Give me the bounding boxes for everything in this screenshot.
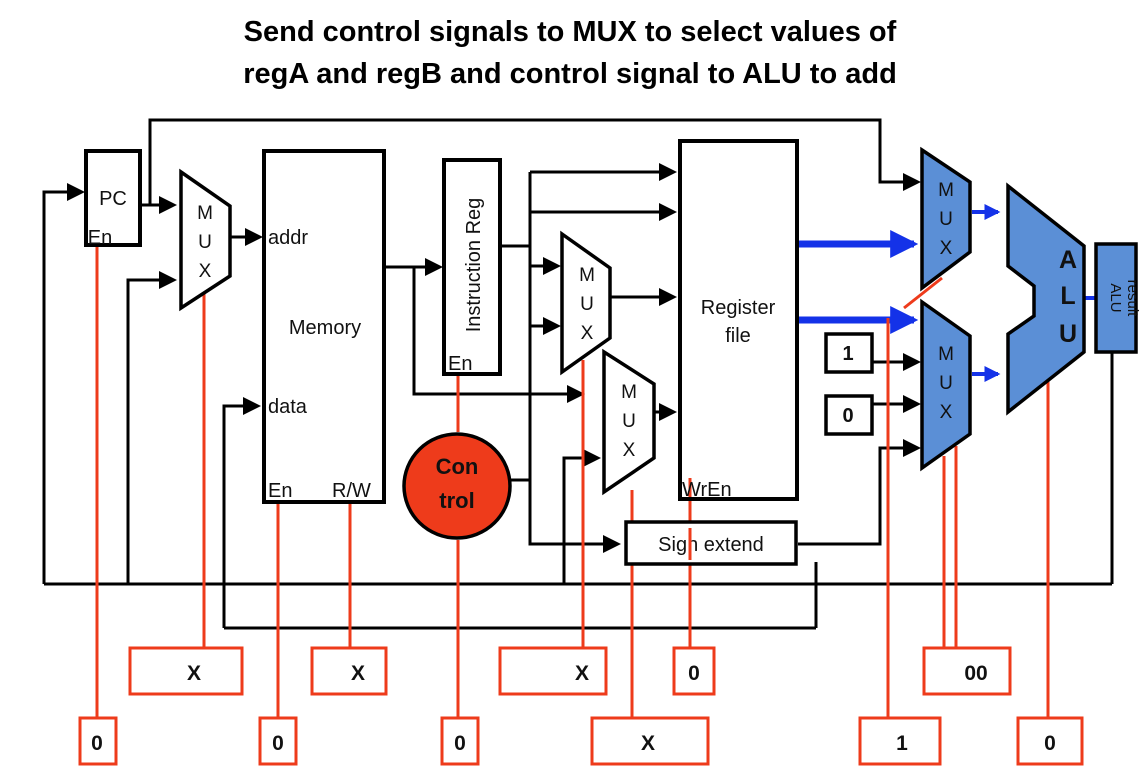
signal-value: 1	[896, 732, 908, 755]
mux-write-data: M U X	[602, 348, 656, 496]
mux-b-u: U	[939, 373, 953, 394]
mux-address: M U X	[179, 168, 232, 312]
signal-value: X	[641, 732, 655, 755]
instruction-reg-enable-label: En	[448, 353, 472, 375]
mux-write-data-m: M	[621, 382, 637, 403]
register-file-label-line-2: file	[725, 325, 751, 347]
signal-box-mux-a-select: 1	[858, 716, 942, 766]
signal-value: X	[575, 662, 589, 685]
mux-a-u: U	[939, 209, 953, 230]
mux-address-u: U	[198, 232, 212, 253]
signal-value: X	[187, 662, 201, 685]
mux-alu-b: M U X	[920, 298, 972, 472]
mux-write-data-u: U	[622, 411, 636, 432]
mux-register-x: X	[581, 323, 594, 344]
signal-value: X	[351, 662, 365, 685]
constant-zero-box: 0	[824, 394, 874, 436]
pc-label: PC	[99, 188, 127, 210]
signal-box-pc-enable: 0	[78, 716, 118, 766]
instruction-register: Instruction Reg En	[442, 158, 502, 376]
mux-address-m: M	[197, 203, 213, 224]
sign-extend-block: Sign extend	[624, 520, 798, 566]
mux-register-u: U	[580, 294, 594, 315]
datapath-wires	[42, 118, 1114, 630]
signal-box-register-write-enable: 0	[672, 646, 716, 696]
register-file-wren-label: WrEn	[682, 479, 732, 501]
signal-value: 0	[91, 732, 103, 755]
sign-extend-label: Sign extend	[658, 534, 764, 556]
alu-letter-u: U	[1059, 320, 1077, 348]
title-line-1: Send control signals to MUX to select va…	[244, 16, 897, 48]
signal-box-memory-rw: X	[310, 646, 388, 696]
control-label-line-2: trol	[439, 488, 474, 513]
signal-value: 0	[688, 662, 700, 685]
control-unit: Con trol	[402, 432, 512, 540]
signal-value: 0	[272, 732, 284, 755]
memory-label: Memory	[289, 317, 361, 339]
signal-box-mux-addr-select: X	[128, 646, 244, 696]
pc-register: PC En	[84, 149, 142, 249]
memory-block: addr Memory data En R/W	[262, 149, 386, 504]
mux-a-x: X	[940, 238, 953, 259]
mux-b-m: M	[938, 344, 954, 365]
mux-address-x: X	[199, 261, 212, 282]
constant-one-value: 1	[842, 343, 853, 365]
title-line-2: regA and regB and control signal to ALU …	[243, 58, 897, 90]
instruction-reg-label: Instruction Reg	[463, 198, 485, 333]
signal-value: 00	[964, 662, 987, 685]
signal-value: 0	[1044, 732, 1056, 755]
blue-signal-wires	[798, 204, 1096, 382]
signal-box-instruction-reg-enable: 0	[440, 716, 480, 766]
alu-letter-l: L	[1060, 282, 1075, 310]
register-file: Register file WrEn	[678, 139, 799, 501]
mux-a-m: M	[938, 180, 954, 201]
mux-b-x: X	[940, 402, 953, 423]
constant-zero-value: 0	[842, 405, 853, 427]
constant-one-box: 1	[824, 332, 874, 374]
alu-result-register: ALU result	[1094, 242, 1141, 354]
alu-result-label-line-1: ALU	[1107, 283, 1124, 312]
memory-enable-label: En	[268, 480, 292, 502]
signal-box-memory-enable: 0	[258, 716, 298, 766]
control-signal-lines	[95, 244, 1050, 718]
control-label-line-1: Con	[436, 454, 479, 479]
memory-addr-port: addr	[268, 227, 308, 249]
signal-box-alu-op: 0	[1016, 716, 1084, 766]
mux-write-data-x: X	[623, 440, 636, 461]
mux-alu-a: M U X	[920, 146, 972, 292]
register-file-label-line-1: Register	[701, 297, 776, 319]
pc-enable-label: En	[88, 227, 112, 249]
signal-value: 0	[454, 732, 466, 755]
signal-box-mux-register-select: X	[498, 646, 608, 696]
signal-box-mux-b-select: 00	[922, 646, 1012, 696]
alu-block: A L U	[1006, 182, 1086, 416]
mux-register-select: M U X	[560, 230, 612, 376]
memory-rw-label: R/W	[332, 480, 371, 502]
alu-result-label-line-2: result	[1124, 280, 1141, 318]
mux-register-m: M	[579, 265, 595, 286]
memory-data-port: data	[268, 396, 308, 418]
alu-letter-a: A	[1059, 246, 1077, 274]
signal-box-mux-write-data-select: X	[590, 716, 710, 766]
